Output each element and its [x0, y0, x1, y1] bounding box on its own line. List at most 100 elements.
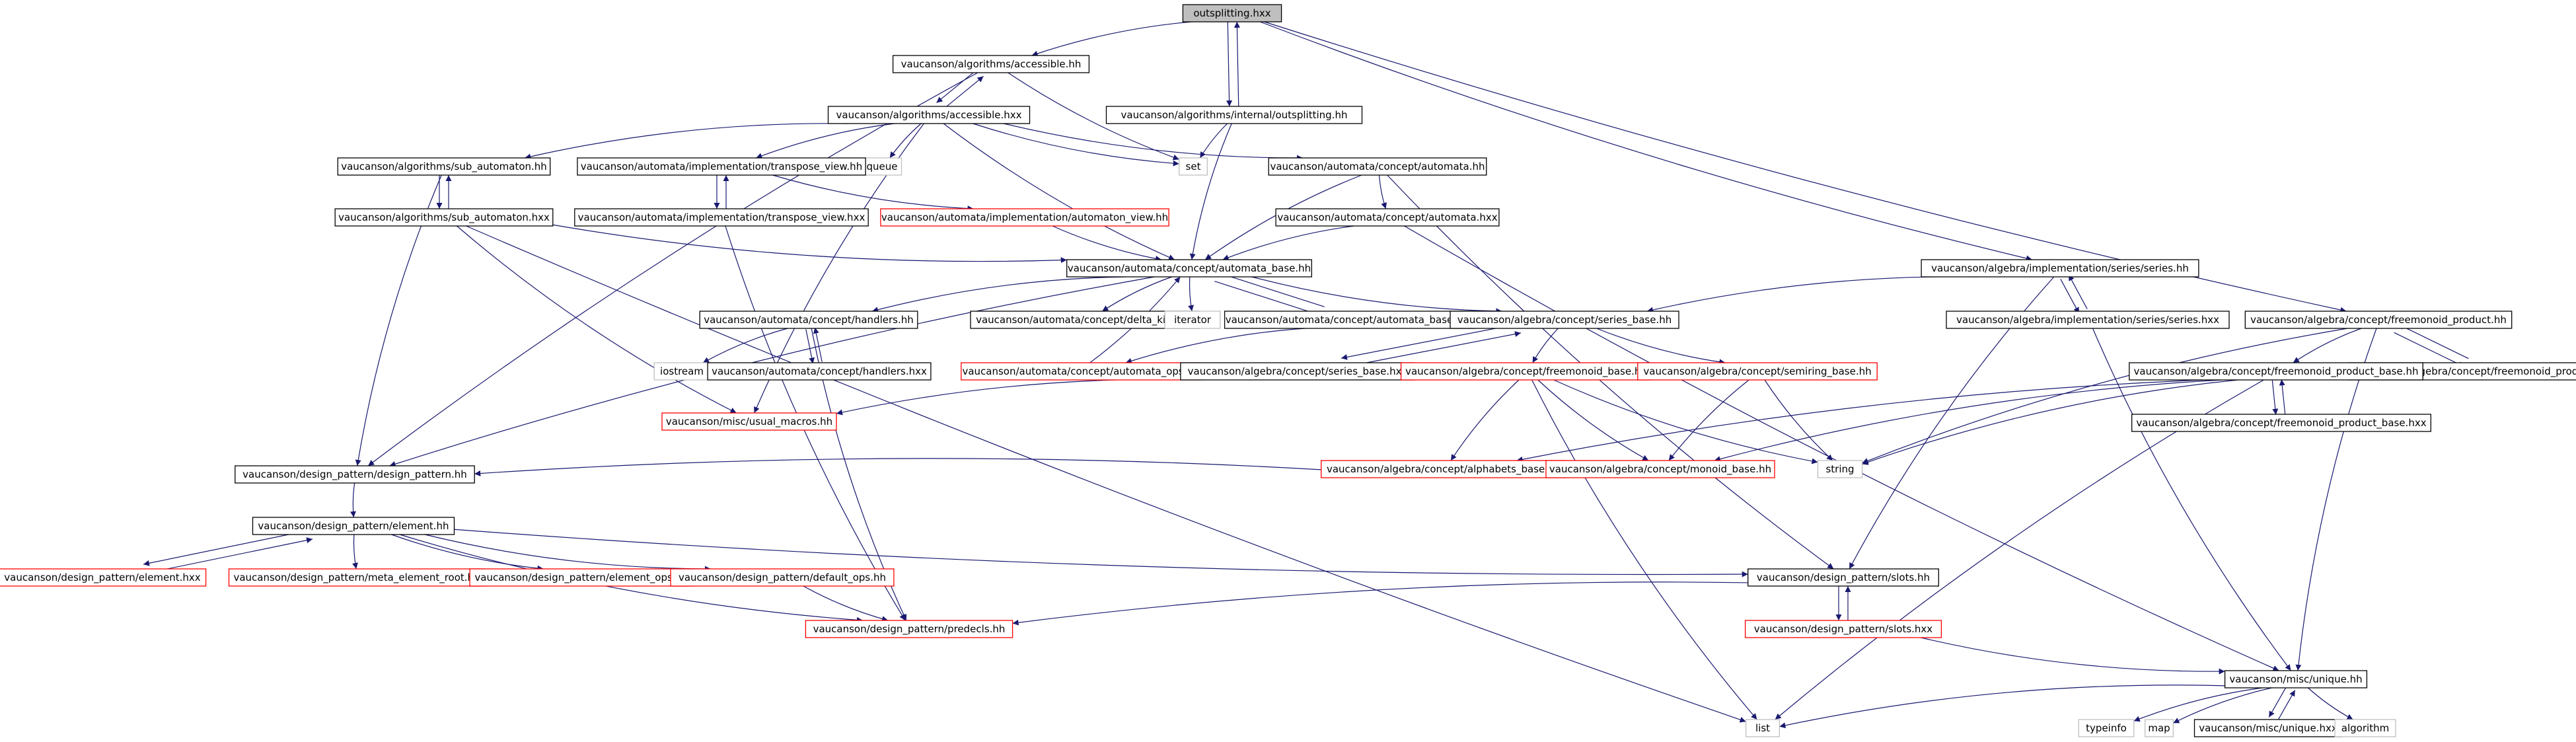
graph-node[interactable]: vaucanson/algebra/concept/series_base.hh — [1450, 311, 1679, 329]
node-box — [2129, 362, 2423, 381]
include-edge — [1404, 225, 2279, 671]
graph-node[interactable]: vaucanson/misc/unique.hh — [2224, 670, 2368, 688]
node-label: vaucanson/automata/concept/automata_base… — [1226, 314, 1475, 326]
graph-node[interactable]: vaucanson/automata/concept/handlers.hh — [699, 311, 918, 329]
graph-node: string — [1817, 460, 1863, 478]
node-label: vaucanson/automata/concept/handlers.hxx — [712, 365, 927, 377]
graph-node[interactable]: vaucanson/algorithms/accessible.hh — [892, 55, 1090, 73]
node-box — [699, 311, 918, 329]
graph-node[interactable]: vaucanson/algebra/concept/series_base.hx… — [1180, 362, 1415, 381]
include-edge — [1516, 379, 2203, 463]
node-box — [1946, 311, 2230, 329]
include-edge — [1343, 331, 1522, 368]
graph-node[interactable]: vaucanson/algorithms/accessible.hxx — [827, 106, 1031, 124]
include-edge — [2276, 690, 2296, 722]
node-box — [1182, 4, 1282, 22]
node-label: vaucanson/algebra/concept/freemonoid_bas… — [1405, 365, 1647, 378]
node-box — [2334, 719, 2396, 737]
graph-node[interactable]: vaucanson/automata/concept/automata.hxx — [1275, 208, 1500, 227]
node-label: vaucanson/design_pattern/meta_element_ro… — [233, 572, 480, 584]
include-edge — [143, 529, 311, 566]
graph-node[interactable]: vaucanson/algebra/concept/freemonoid_pro… — [2131, 414, 2431, 432]
include-edge — [2060, 279, 2080, 314]
graph-node[interactable]: vaucanson/automata/implementation/transp… — [574, 208, 869, 227]
graph-node[interactable]: vaucanson/design_pattern/element.hh — [252, 517, 455, 535]
graph-node[interactable]: outsplitting.hxx — [1182, 4, 1282, 22]
node-label: vaucanson/design_pattern/element_ops.hh — [474, 572, 688, 584]
include-edge — [457, 225, 737, 414]
include-edge — [1199, 123, 1228, 159]
node-label: vaucanson/design_pattern/slots.hh — [1757, 572, 1930, 584]
graph-node[interactable]: vaucanson/algebra/implementation/series/… — [1921, 259, 2199, 278]
include-edge — [1233, 21, 1240, 106]
graph-node[interactable]: vaucanson/misc/unique.hxx — [2193, 719, 2343, 737]
node-label: vaucanson/algebra/concept/series_base.hx… — [1188, 365, 1408, 378]
graph-node[interactable]: vaucanson/algebra/concept/freemonoid_bas… — [1400, 362, 1652, 381]
node-box — [252, 517, 455, 535]
graph-node[interactable]: vaucanson/design_pattern/slots.hxx — [1744, 620, 1942, 638]
graph-node[interactable]: vaucanson/algebra/concept/semiring_base.… — [1637, 362, 1878, 381]
graph-node[interactable]: vaucanson/algorithms/sub_automaton.hh — [337, 157, 551, 176]
graph-node[interactable]: vaucanson/automata/concept/handlers.hxx — [707, 362, 932, 381]
include-edge — [836, 379, 1204, 416]
graph-node[interactable]: vaucanson/algebra/concept/alphabets_base… — [1321, 460, 1566, 478]
include-edge — [1226, 22, 1233, 107]
graph-node[interactable]: vaucanson/automata/concept/automata_base… — [1066, 259, 1312, 278]
node-label: vaucanson/design_pattern/element.hh — [258, 520, 449, 533]
include-edge — [454, 529, 1748, 577]
graph-node[interactable]: vaucanson/automata/implementation/transp… — [577, 157, 866, 176]
graph-node[interactable]: vaucanson/design_pattern/design_pattern.… — [235, 465, 475, 484]
node-label: vaucanson/design_pattern/default_ops.hh — [679, 572, 886, 584]
graph-node[interactable]: vaucanson/automata/concept/automata_ops.… — [961, 362, 1201, 381]
node-box — [228, 568, 486, 587]
node-box — [880, 208, 1169, 227]
include-edge — [702, 328, 788, 363]
node-box — [2224, 670, 2368, 688]
graph-node[interactable]: vaucanson/design_pattern/predecls.hh — [805, 620, 1013, 638]
node-label: vaucanson/misc/unique.hh — [2229, 673, 2362, 685]
graph-node[interactable]: vaucanson/algebra/concept/monoid_base.hh — [1545, 460, 1775, 478]
graph-node[interactable]: vaucanson/design_pattern/default_ops.hh — [670, 568, 895, 587]
node-box — [1179, 157, 1208, 176]
node-box — [469, 568, 694, 587]
graph-node[interactable]: vaucanson/design_pattern/meta_element_ro… — [228, 568, 486, 587]
node-box — [2078, 719, 2135, 737]
include-edge — [1596, 328, 1726, 365]
include-edge — [552, 224, 1067, 264]
node-box — [892, 55, 1090, 73]
include-edge — [1553, 379, 1818, 464]
node-label: queue — [867, 161, 898, 172]
graph-node[interactable]: vaucanson/misc/usual_macros.hh — [661, 412, 837, 431]
node-label: vaucanson/algorithms/accessible.hh — [901, 58, 1082, 70]
include-edge — [1531, 379, 1757, 720]
node-label: vaucanson/design_pattern/slots.hxx — [1754, 623, 1933, 636]
include-edge — [1012, 581, 1748, 626]
graph-node[interactable]: vaucanson/design_pattern/element.hxx — [0, 568, 207, 587]
node-box — [1275, 208, 1500, 227]
graph-node[interactable]: vaucanson/design_pattern/slots.hh — [1748, 568, 1939, 587]
include-edge — [1646, 276, 1978, 313]
node-box — [661, 412, 837, 431]
graph-node[interactable]: vaucanson/algebra/concept/freemonoid_pro… — [2244, 311, 2513, 329]
node-label: vaucanson/algebra/implementation/series/… — [1956, 314, 2219, 326]
graph-node[interactable]: vaucanson/automata/implementation/automa… — [880, 208, 1169, 227]
include-edge — [2293, 328, 2362, 363]
graph-node[interactable]: vaucanson/algorithms/internal/outsplitti… — [1105, 106, 1363, 124]
include-edge — [1764, 379, 1833, 461]
node-box — [1545, 460, 1775, 478]
node-label: iostream — [660, 365, 704, 377]
include-edge — [805, 329, 815, 364]
graph-node[interactable]: vaucanson/automata/concept/automata_base… — [1224, 311, 1476, 329]
graph-node: algorithm — [2334, 719, 2396, 737]
graph-node[interactable]: vaucanson/algorithms/sub_automaton.hxx — [334, 208, 554, 227]
graph-node[interactable]: vaucanson/automata/concept/automata.hh — [1268, 157, 1487, 176]
node-label: list — [1755, 722, 1770, 734]
node-label: vaucanson/algorithms/sub_automaton.hxx — [338, 211, 550, 224]
include-edge — [2173, 687, 2272, 723]
graph-node[interactable]: vaucanson/algebra/concept/freemonoid_pro… — [2129, 362, 2423, 381]
node-label: string — [1825, 463, 1854, 475]
graph-node[interactable]: vaucanson/algebra/implementation/series/… — [1946, 311, 2230, 329]
node-label: vaucanson/automata/concept/automata_base… — [1068, 262, 1311, 275]
graph-node[interactable]: vaucanson/design_pattern/element_ops.hh — [469, 568, 694, 587]
node-label: vaucanson/algebra/concept/freemonoid_pro… — [2136, 417, 2426, 429]
